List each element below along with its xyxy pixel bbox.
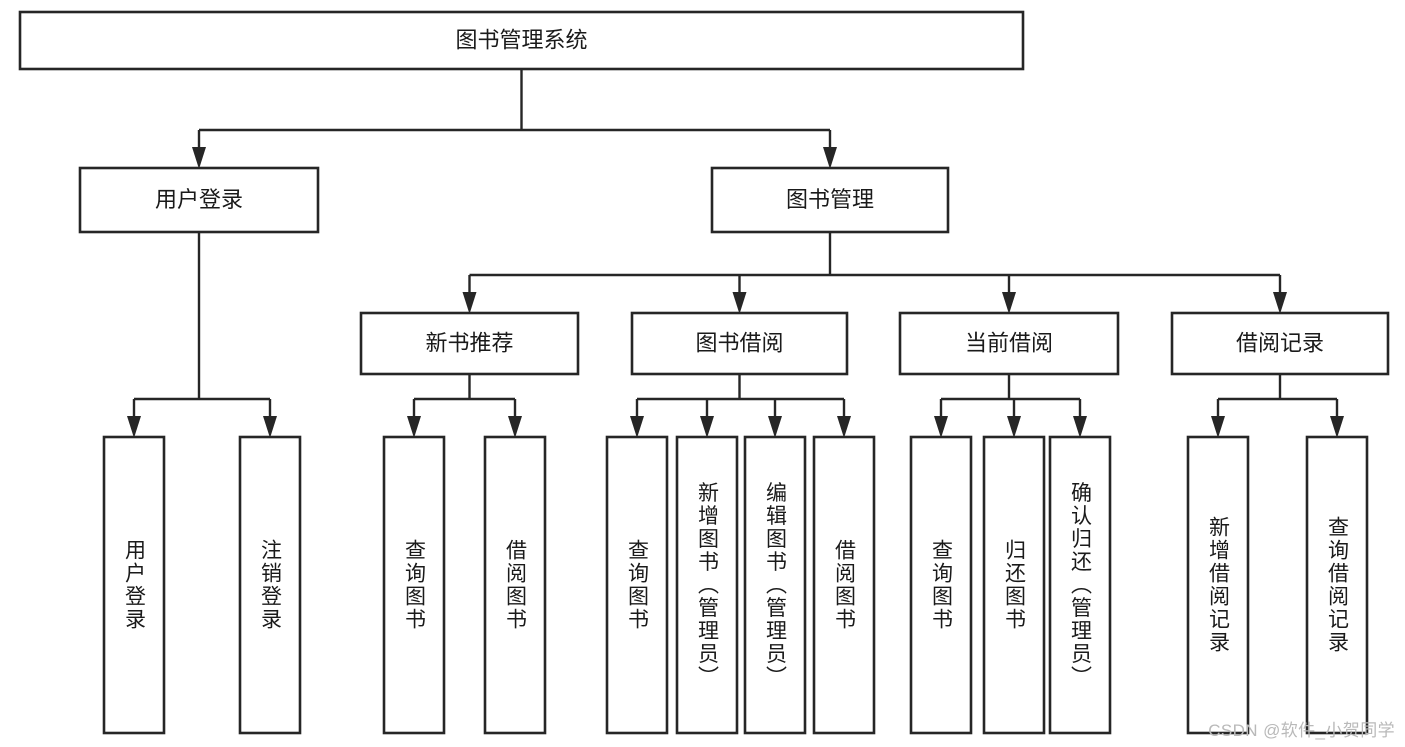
node-label-l4-d3: 确认归还（管理员） [1069,482,1093,689]
node-l2-user-login[interactable]: 用户登录 [78,166,320,234]
node-box-l4-c2[interactable] [675,435,739,735]
node-l4-c1[interactable]: 查询图书 [605,435,669,735]
node-label-l4-e2: 查询借阅记录 [1326,516,1350,654]
edge-group-l3-record [1211,374,1344,438]
node-l3-current[interactable]: 当前借阅 [898,311,1120,376]
node-l4-d1[interactable]: 查询图书 [909,435,973,735]
node-box-l4-a1[interactable] [102,435,166,735]
node-box-l4-d1[interactable] [909,435,973,735]
edges-layer [127,69,1344,438]
node-l2-book-mgmt[interactable]: 图书管理 [710,166,950,234]
node-l3-borrow[interactable]: 图书借阅 [630,311,849,376]
node-box-l2-user-login[interactable] [78,166,320,234]
node-box-l4-c4[interactable] [812,435,876,735]
node-label-l4-a1: 用户登录 [123,539,147,631]
node-box-l4-d2[interactable] [982,435,1046,735]
node-label-l2-user-login: 用户登录 [155,187,243,212]
node-box-l3-record[interactable] [1170,311,1390,376]
node-l3-new-book[interactable]: 新书推荐 [359,311,580,376]
node-box-l3-new-book[interactable] [359,311,580,376]
node-label-l3-current: 当前借阅 [965,330,1053,355]
node-l4-e1[interactable]: 新增借阅记录 [1186,435,1250,735]
nodes-layer: 图书管理系统用户登录图书管理新书推荐图书借阅当前借阅借阅记录用户登录注销登录查询… [18,10,1390,735]
node-l4-c2[interactable]: 新增图书（管理员） [675,435,739,735]
edge-group-l2-user-login [127,232,277,438]
node-l4-c3[interactable]: 编辑图书（管理员） [743,435,807,735]
edge-group-l2-book-mgmt [462,232,1287,314]
node-label-l4-a2: 注销登录 [259,539,283,631]
node-label-l4-d2: 归还图书 [1003,539,1027,631]
edge-group-l3-borrow [630,374,851,438]
node-root[interactable]: 图书管理系统 [18,10,1025,71]
edge-group-l3-new-book [407,374,522,438]
node-box-l3-borrow[interactable] [630,311,849,376]
node-l4-c4[interactable]: 借阅图书 [812,435,876,735]
node-box-l4-c1[interactable] [605,435,669,735]
node-label-l4-c1: 查询图书 [626,539,650,631]
node-label-l4-c2: 新增图书（管理员） [696,482,720,689]
node-box-l4-c3[interactable] [743,435,807,735]
node-box-root[interactable] [18,10,1025,71]
node-box-l4-e1[interactable] [1186,435,1250,735]
node-l4-d2[interactable]: 归还图书 [982,435,1046,735]
node-label-l4-e1: 新增借阅记录 [1207,516,1231,654]
node-box-l4-b2[interactable] [483,435,547,735]
node-l4-d3[interactable]: 确认归还（管理员） [1048,435,1112,735]
node-label-root: 图书管理系统 [455,27,587,52]
node-l4-a1[interactable]: 用户登录 [102,435,166,735]
edge-group-l3-current [934,374,1087,438]
node-l4-b2[interactable]: 借阅图书 [483,435,547,735]
node-l3-record[interactable]: 借阅记录 [1170,311,1390,376]
node-label-l4-b1: 查询图书 [403,539,427,631]
node-label-l4-c3: 编辑图书（管理员） [764,482,788,689]
node-l4-b1[interactable]: 查询图书 [382,435,446,735]
node-label-l2-book-mgmt: 图书管理 [786,187,874,212]
node-box-l4-a2[interactable] [238,435,302,735]
edge-group-root [192,69,837,169]
node-l4-a2[interactable]: 注销登录 [238,435,302,735]
node-label-l3-borrow: 图书借阅 [695,330,783,355]
node-label-l3-new-book: 新书推荐 [425,330,513,355]
node-label-l4-b2: 借阅图书 [504,539,528,631]
node-box-l4-d3[interactable] [1048,435,1112,735]
node-l4-e2[interactable]: 查询借阅记录 [1305,435,1369,735]
node-label-l4-c4: 借阅图书 [833,539,857,631]
node-label-l3-record: 借阅记录 [1236,330,1324,355]
node-box-l2-book-mgmt[interactable] [710,166,950,234]
node-box-l4-b1[interactable] [382,435,446,735]
node-box-l4-e2[interactable] [1305,435,1369,735]
node-label-l4-d1: 查询图书 [930,539,954,631]
node-box-l3-current[interactable] [898,311,1120,376]
